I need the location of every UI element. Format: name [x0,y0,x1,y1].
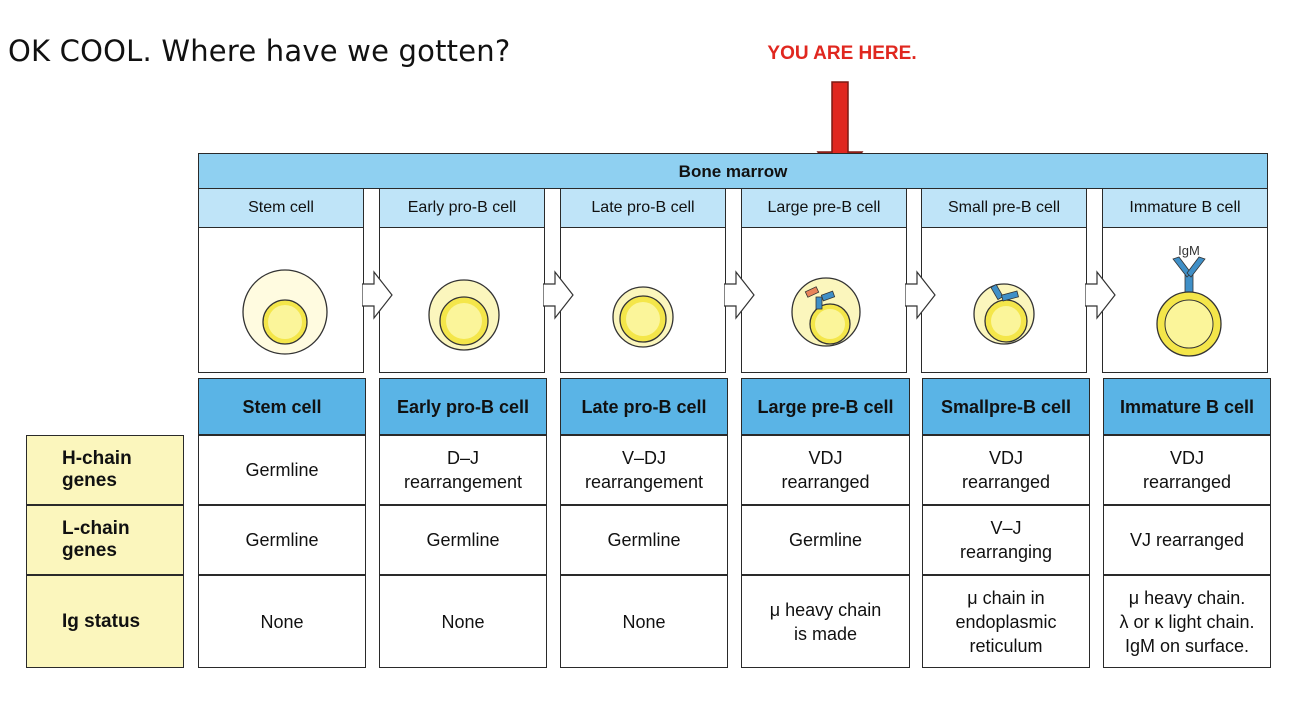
small-pre-b-cell-icon [973,283,1035,345]
table-cell: Germline [198,435,366,505]
table-cell: VJ rearranged [1103,505,1271,575]
stage-early-pro-b-cell: Early pro-B cell [379,189,545,373]
column-header-small-pre-b-cell: Smallpre-B cell [922,378,1090,435]
row-header-h-chain-genes: H-chain genes [26,435,184,505]
table-cell: None [379,575,547,668]
stage-label: Stem cell [199,189,363,228]
table-cell: VDJ rearranged [741,435,910,505]
stage-label: Late pro-B cell [561,189,725,228]
stage-small-pre-b-cell: Small pre-B cell [921,189,1087,373]
row-header-ig-status: Ig status [26,575,184,668]
table-cell: Germline [741,505,910,575]
table-cell: D–J rearrangement [379,435,547,505]
column-header-immature-b-cell: Immature B cell [1103,378,1271,435]
column-header-early-pro-b-cell: Early pro-B cell [379,378,547,435]
stage-label: Early pro-B cell [380,189,544,228]
stage-late-pro-b-cell: Late pro-B cell [560,189,726,373]
stage-transition-arrow-icon [543,270,574,320]
table-cell: VDJ rearranged [922,435,1090,505]
table-cell: Germline [379,505,547,575]
late-pro-b-cell-icon [612,286,674,348]
stage-large-pre-b-cell: Large pre-B cell [741,189,907,373]
table-cell: Germline [198,505,366,575]
table-cell: μ heavy chain is made [741,575,910,668]
table-cell: μ heavy chain. λ or κ light chain. IgM o… [1103,575,1271,668]
table-cell: V–DJ rearrangement [560,435,728,505]
immature-b-cell-icon: IgM [1156,243,1222,357]
row-header-l-chain-genes: L-chain genes [26,505,184,575]
table-cell: None [198,575,366,668]
stage-label: Large pre-B cell [742,189,906,228]
slide-title: OK COOL. Where have we gotten? [8,34,511,68]
igm-label: IgM [1178,243,1200,258]
table-cell: None [560,575,728,668]
table-cell: V–J rearranging [922,505,1090,575]
early-pro-b-cell-icon [428,279,500,351]
stage-transition-arrow-icon [1085,270,1116,320]
you-are-here-label: YOU ARE HERE. [767,43,917,64]
table-cell: Germline [560,505,728,575]
table-cell: VDJ rearranged [1103,435,1271,505]
bone-marrow-banner: Bone marrow [198,153,1268,189]
column-header-large-pre-b-cell: Large pre-B cell [741,378,910,435]
large-pre-b-cell-icon [791,277,861,347]
stage-stem-cell: Stem cell [198,189,364,373]
table-cell: μ chain in endoplasmic reticulum [922,575,1090,668]
stage-transition-arrow-icon [362,270,393,320]
stage-label: Small pre-B cell [922,189,1086,228]
stage-label: Immature B cell [1103,189,1267,228]
stem-cell-icon [242,269,328,355]
stage-transition-arrow-icon [724,270,755,320]
column-header-stem-cell: Stem cell [198,378,366,435]
stage-transition-arrow-icon [905,270,936,320]
column-header-late-pro-b-cell: Late pro-B cell [560,378,728,435]
stage-immature-b-cell: Immature B cell IgM [1102,189,1268,373]
